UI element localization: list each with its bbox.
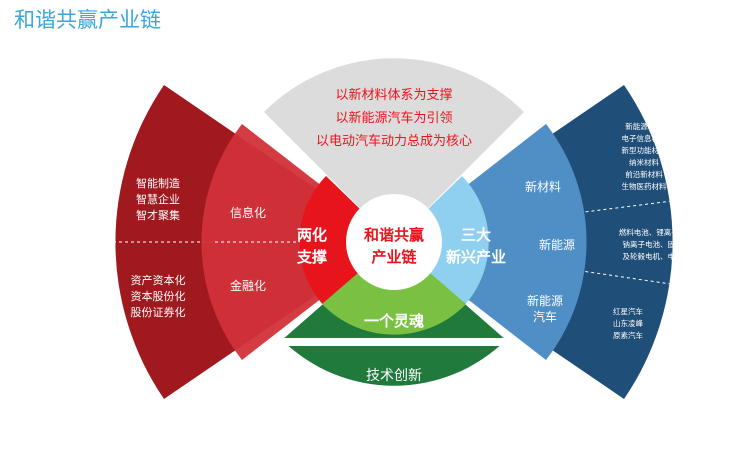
right-inner-line-1: 三大 bbox=[461, 226, 491, 244]
left-outer-lower-1: 资产资本化 bbox=[131, 273, 186, 287]
center-circle bbox=[346, 194, 442, 290]
right-mid-bottom-1: 新能源 bbox=[527, 293, 563, 308]
right-outer-top-2: 电子信息材料 bbox=[622, 133, 667, 143]
left-mid-sector bbox=[201, 124, 394, 360]
right-outer-mid-2: 钠离子电池、固体电池 bbox=[623, 239, 698, 249]
left-mid-lower: 金融化 bbox=[230, 278, 266, 293]
right-inner-line-2: 新兴产业 bbox=[446, 248, 506, 266]
left-inner-line-1: 两化 bbox=[297, 226, 327, 244]
right-outer-mid-3: 及轮毂电机、电控系统 bbox=[623, 251, 698, 261]
right-outer-bot-3: 原素汽车 bbox=[613, 330, 643, 340]
right-outer-top-3: 新型功能材料 bbox=[622, 145, 667, 155]
bottom-inner-label: 一个灵魂 bbox=[364, 312, 424, 330]
top-line-1: 以新材料体系为支撑 bbox=[335, 87, 452, 103]
right-mid-bottom-2: 汽车 bbox=[533, 309, 557, 324]
left-mid-upper: 信息化 bbox=[230, 205, 266, 220]
right-outer-bot-1: 红星汽车 bbox=[613, 306, 643, 316]
left-outer-upper-1: 智能制造 bbox=[136, 176, 180, 190]
center-line-2: 产业链 bbox=[371, 248, 417, 266]
right-outer-top-1: 新能源材料 bbox=[625, 121, 663, 131]
bottom-outer-subtitle: 技术专利化 专利标准化 标准国际化 bbox=[335, 392, 453, 402]
right-outer-mid-1: 燃料电池、锂离子电池、 bbox=[619, 227, 702, 237]
right-mid-top: 新材料 bbox=[525, 179, 561, 194]
right-outer-top-5: 前沿新材料 bbox=[625, 169, 663, 179]
top-line-2: 以新能源汽车为引领 bbox=[335, 110, 452, 126]
right-mid-middle: 新能源 bbox=[539, 237, 575, 252]
right-outer-top-4: 纳米材料 bbox=[629, 157, 659, 167]
left-outer-upper-2: 智慧企业 bbox=[136, 192, 180, 206]
top-line-3: 以电动汽车动力总成为核心 bbox=[316, 133, 472, 149]
bottom-outer-title: 技术创新 bbox=[366, 368, 422, 384]
left-outer-lower-2: 资本股份化 bbox=[131, 289, 186, 303]
page-title: 和谐共赢产业链 bbox=[14, 8, 161, 32]
center-line-1: 和谐共赢 bbox=[364, 226, 424, 244]
right-outer-bot-2: 山东凌峰 bbox=[613, 318, 643, 328]
right-outer-top-6: 生物医药材料 bbox=[622, 181, 667, 191]
left-outer-lower-3: 股份证券化 bbox=[131, 305, 186, 319]
left-outer-upper-3: 智才聚集 bbox=[136, 208, 180, 222]
top-sector bbox=[264, 58, 524, 242]
right-mid-sector bbox=[394, 124, 587, 360]
left-inner-line-2: 支撑 bbox=[296, 248, 327, 266]
